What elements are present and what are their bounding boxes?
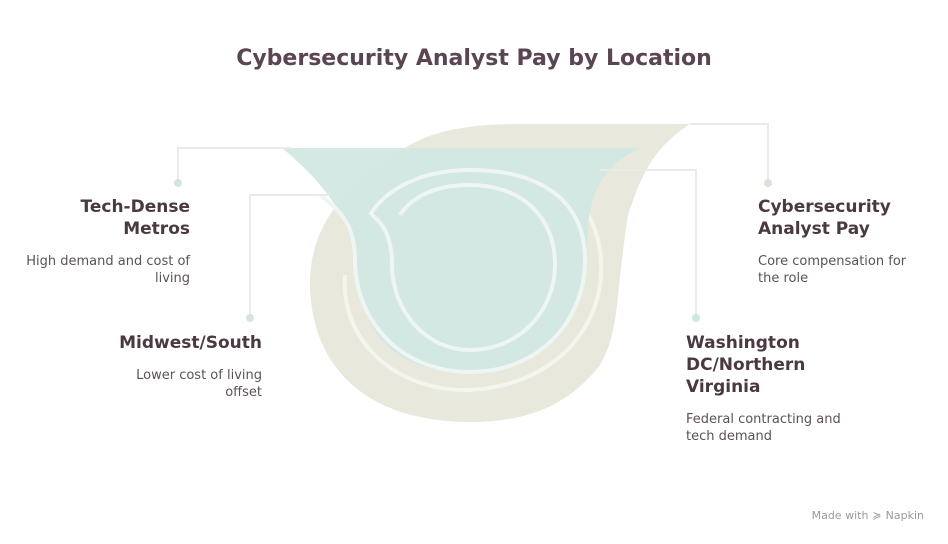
inner-ring-outer: [318, 167, 588, 375]
dot-core: [764, 179, 772, 187]
napkin-logo-icon: ≽: [872, 509, 882, 522]
connector-dc: [600, 169, 697, 318]
made-with-napkin: Made with ≽ Napkin: [812, 509, 924, 522]
connector-midwest: [249, 194, 330, 318]
node-heading: Midwest/South: [119, 333, 262, 353]
node-description: High demand and cost of living: [26, 254, 190, 286]
dot-dc: [692, 314, 700, 322]
connector-core: [690, 123, 769, 183]
dot-midwest: [246, 314, 254, 322]
node-midwest-south: Midwest/South Lower cost of living offse…: [92, 332, 262, 401]
dot-tech: [174, 179, 182, 187]
page-title: Cybersecurity Analyst Pay by Location: [236, 46, 712, 71]
node-cybersecurity-analyst-pay: Cybersecurity Analyst Pay Core compensat…: [758, 196, 924, 287]
node-description: Core compensation for the role: [758, 254, 907, 286]
connector-tech: [177, 147, 290, 183]
node-heading: Tech-Dense Metros: [80, 197, 191, 239]
napkin-brand: Napkin: [885, 509, 924, 522]
inner-ring-inner: [370, 182, 558, 353]
node-heading: Cybersecurity Analyst Pay: [758, 197, 891, 239]
node-heading: Washington DC/Northern Virginia: [686, 333, 806, 397]
node-description: Lower cost of living offset: [136, 368, 262, 400]
node-washington-dc: Washington DC/Northern Virginia Federal …: [686, 332, 841, 445]
node-tech-dense-metros: Tech-Dense Metros High demand and cost o…: [20, 196, 190, 287]
made-with-label: Made with: [811, 509, 869, 522]
node-description: Federal contracting and tech demand: [686, 412, 841, 444]
